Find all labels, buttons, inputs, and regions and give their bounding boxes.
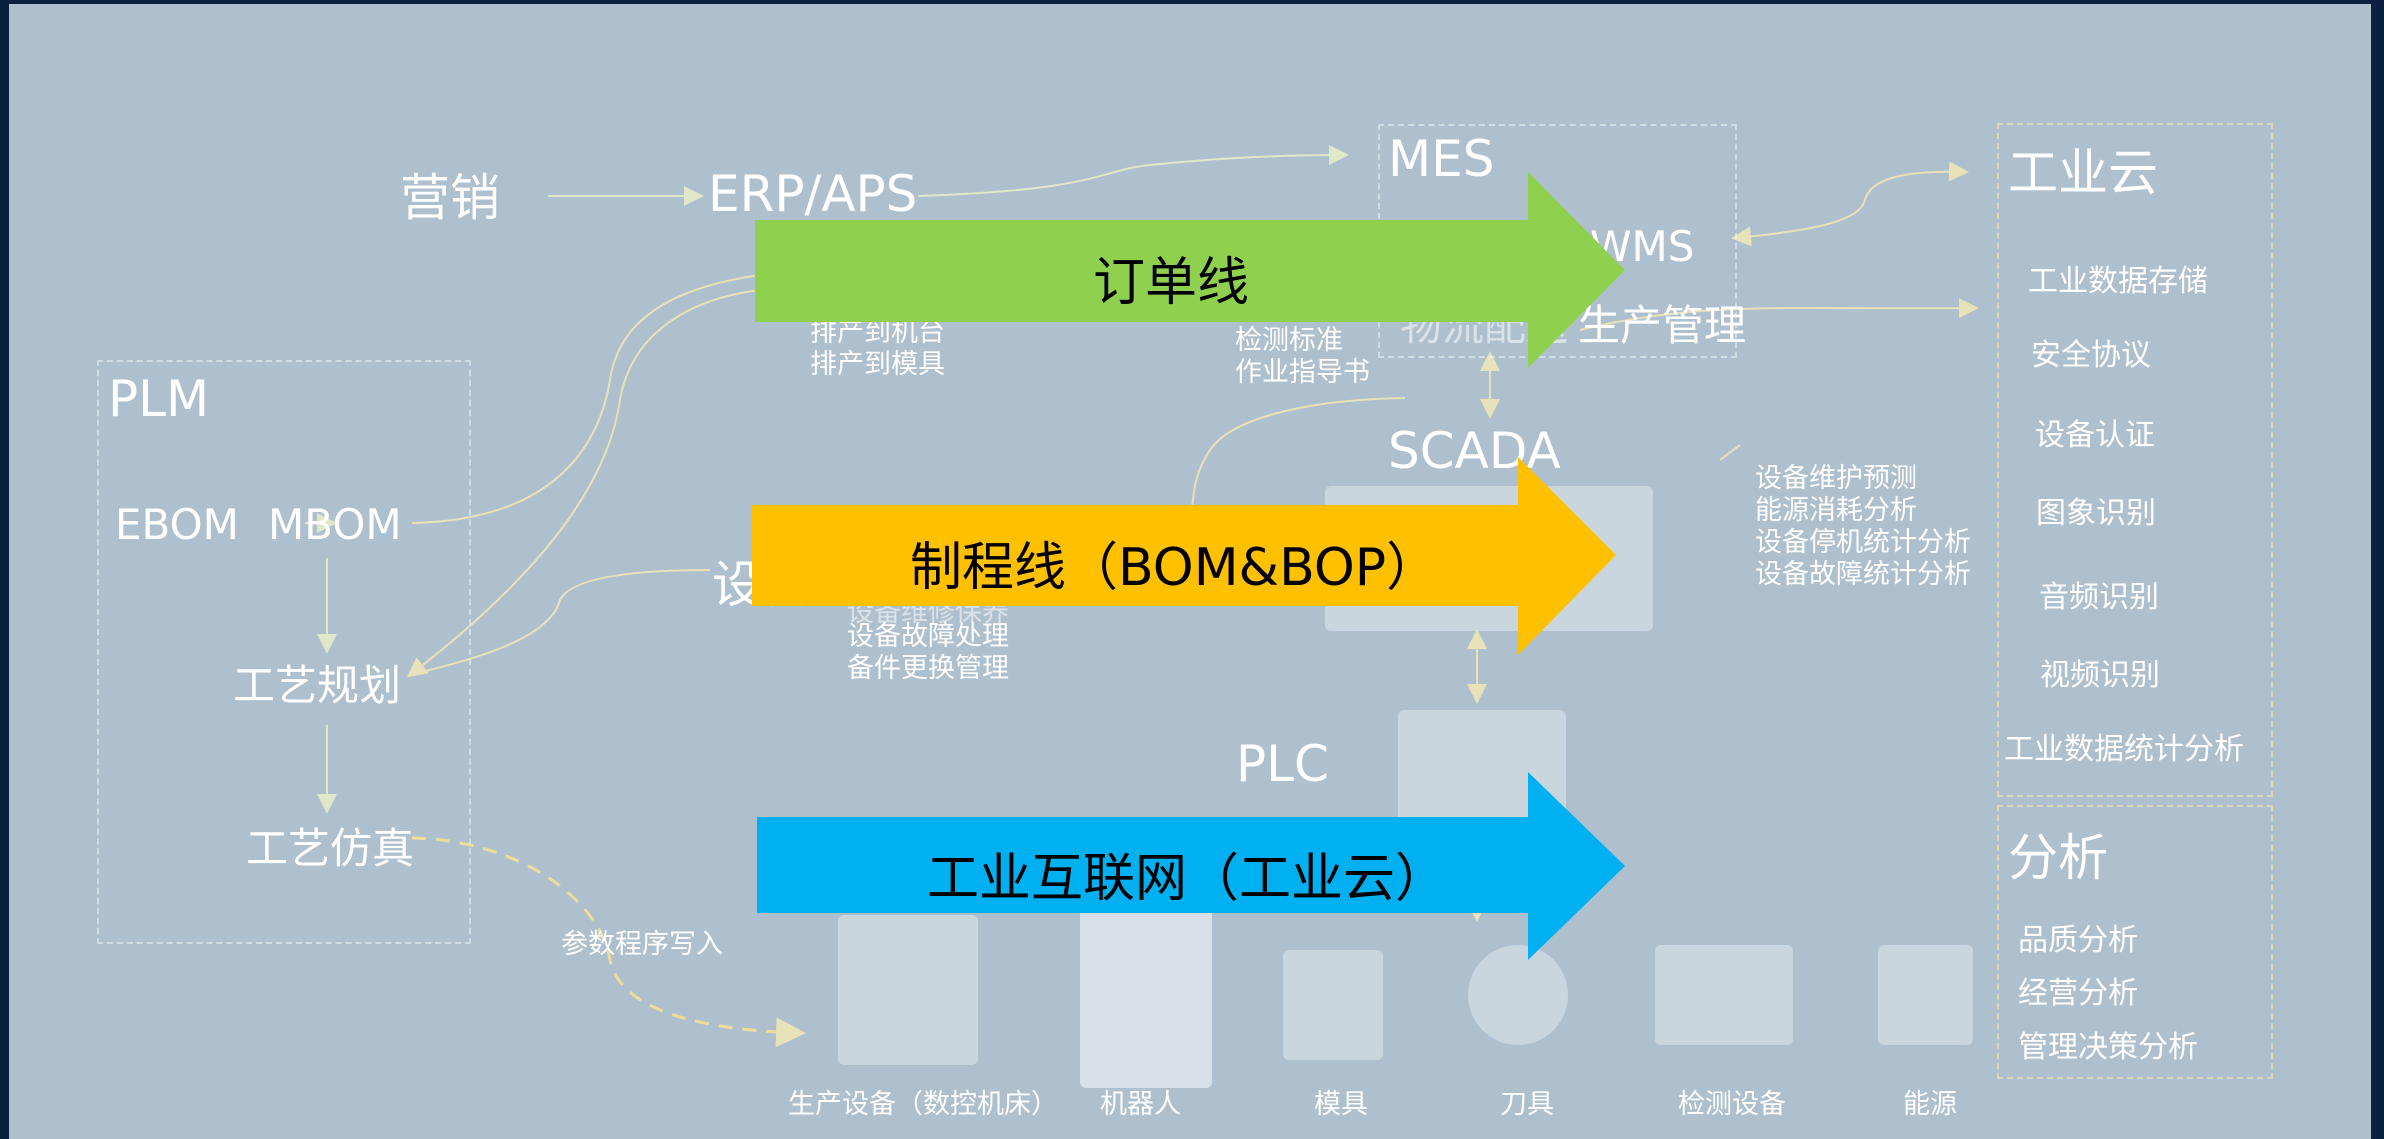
- cloud-title: 工业云: [2008, 144, 2158, 202]
- robot-image: [1080, 900, 1212, 1088]
- plc-label: PLC: [1236, 735, 1329, 793]
- mbom-label: MBOM: [268, 500, 402, 549]
- cloud-item-3: 设备认证: [2035, 418, 2155, 453]
- industrial-internet-label: 工业互联网（工业云）: [927, 849, 1448, 909]
- scada-note-2: 能源消耗分析: [1755, 495, 1917, 526]
- order-line-arrow: [755, 172, 1625, 368]
- erp-note-2: 排产到模具: [810, 349, 945, 380]
- plm-title: PLM: [108, 370, 210, 428]
- mes-note-2: 作业指导书: [1235, 357, 1370, 388]
- industrial-internet-arrow: [757, 772, 1625, 960]
- cloud-item-5: 音频识别: [2039, 580, 2159, 615]
- process-line-label: 制程线（BOM&BOP）: [910, 538, 1439, 598]
- mes-note-1: 检测标准: [1235, 325, 1343, 356]
- scada-note-4: 设备故障统计分析: [1755, 559, 1971, 590]
- energy-image: [1878, 945, 1973, 1045]
- analysis-item-2: 经营分析: [2018, 976, 2138, 1011]
- plm-box: [97, 360, 471, 944]
- equipment-label-mold: 模具: [1314, 1089, 1368, 1120]
- analysis-box: [1997, 805, 2273, 1079]
- cloud-box: [1997, 123, 2273, 797]
- equipment-label-cutter: 刀具: [1500, 1089, 1554, 1120]
- production-management-label: 生产管理: [1578, 301, 1747, 350]
- device-note-3: 备件更换管理: [847, 653, 1009, 684]
- cutter-image: [1468, 945, 1568, 1045]
- scada-note-3: 设备停机统计分析: [1755, 527, 1971, 558]
- cloud-item-4: 图象识别: [2036, 496, 2156, 531]
- process-line-arrow: [752, 457, 1616, 655]
- cloud-item-6: 视频识别: [2040, 658, 2160, 693]
- erp-note-1: 排产到机台: [810, 317, 945, 348]
- process-planning-label: 工艺规划: [233, 661, 402, 710]
- analysis-title: 分析: [2008, 829, 2108, 887]
- equipment-label-robot: 机器人: [1100, 1089, 1181, 1120]
- erp-aps-label: ERP/APS: [708, 165, 918, 223]
- mes-label: MES: [1388, 130, 1495, 188]
- ebom-label: EBOM: [115, 500, 239, 549]
- cnc-machine-image: [838, 915, 978, 1065]
- marketing-label: 营销: [400, 169, 500, 227]
- mold-image: [1283, 950, 1383, 1060]
- analysis-item-3: 管理决策分析: [2018, 1030, 2198, 1065]
- order-line-label: 订单线: [1093, 253, 1250, 313]
- device-note-2: 设备故障处理: [847, 621, 1009, 652]
- inspection-device-image: [1655, 945, 1793, 1045]
- equipment-label-energy: 能源: [1903, 1089, 1957, 1120]
- cloud-item-2: 安全协议: [2031, 338, 2151, 373]
- param-write-label: 参数程序写入: [561, 929, 723, 960]
- cloud-item-1: 工业数据存储: [2028, 264, 2208, 299]
- cloud-item-7: 工业数据统计分析: [2004, 732, 2244, 767]
- equipment-label-cnc: 生产设备（数控机床）: [788, 1089, 1058, 1120]
- scada-label: SCADA: [1388, 422, 1561, 480]
- analysis-item-1: 品质分析: [2018, 923, 2138, 958]
- scada-note-1: 设备维护预测: [1755, 463, 1917, 494]
- equipment-label-inspection: 检测设备: [1678, 1089, 1786, 1120]
- process-simulation-label: 工艺仿真: [246, 824, 415, 873]
